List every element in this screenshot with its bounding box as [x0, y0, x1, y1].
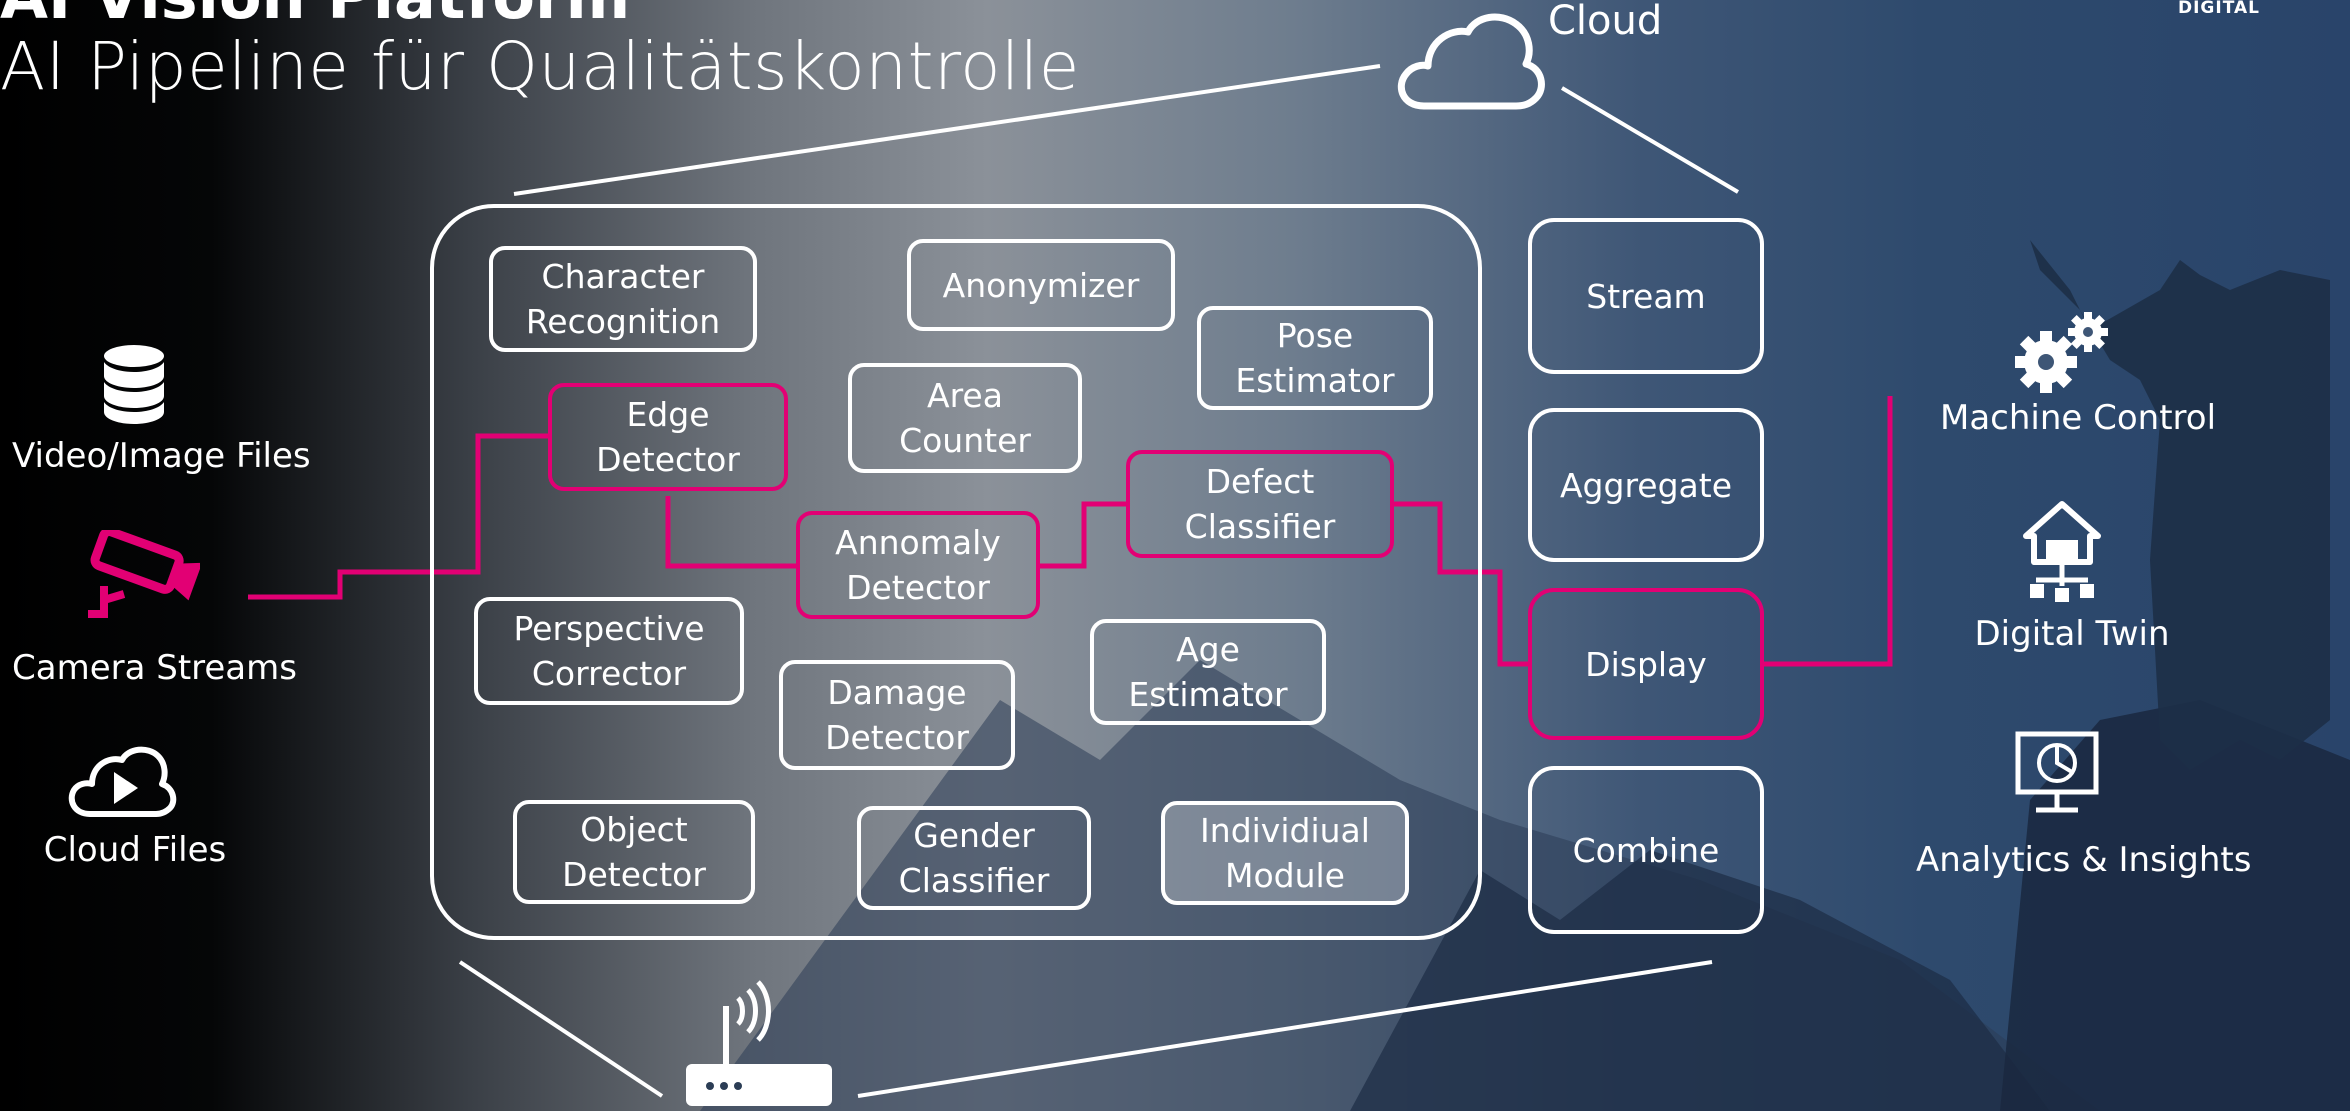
module-annomaly-detector[interactable]: Annomaly Detector — [796, 511, 1040, 619]
gears-icon — [2015, 312, 2108, 393]
module-age-estimator[interactable]: Age Estimator — [1090, 619, 1326, 725]
platform-title: AI Vision Platform — [0, 0, 630, 33]
module-container — [430, 204, 1482, 940]
module-gender-classifier[interactable]: Gender Classifier — [857, 806, 1091, 910]
module-area-counter[interactable]: Area Counter — [848, 363, 1082, 473]
output-display[interactable]: Display — [1528, 588, 1764, 740]
house-network-icon — [2023, 501, 2101, 602]
module-edge-detector[interactable]: Edge Detector — [548, 383, 788, 491]
module-anonymizer[interactable]: Anonymizer — [907, 239, 1175, 331]
page-title: AI Pipeline für Qualitätskontrolle — [0, 28, 1080, 105]
security-camera-icon — [88, 530, 200, 618]
module-pose-estimator[interactable]: Pose Estimator — [1197, 306, 1433, 410]
cloud-icon — [1398, 13, 1545, 110]
output-aggregate[interactable]: Aggregate — [1528, 408, 1764, 562]
output-combine[interactable]: Combine — [1528, 766, 1764, 934]
target-label-machine-control: Machine Control — [1940, 398, 2217, 438]
database-icon — [104, 345, 164, 424]
person-silhouette — [2030, 240, 2330, 770]
router-icon — [686, 980, 832, 1106]
cloud-play-icon — [68, 746, 177, 817]
module-damage-detector[interactable]: Damage Detector — [779, 660, 1015, 770]
target-label-analytics-insights: Analytics & Insights — [1916, 840, 2252, 880]
output-stream[interactable]: Stream — [1528, 218, 1764, 374]
brand-logo-text: DIGITAL — [2178, 0, 2260, 18]
module-defect-classifier[interactable]: Defect Classifier — [1126, 450, 1394, 558]
input-label-video-image-files: Video/Image Files — [12, 436, 311, 476]
input-label-cloud-files: Cloud Files — [43, 830, 227, 870]
cloud-label: Cloud — [1548, 0, 1663, 44]
target-label-digital-twin: Digital Twin — [1974, 614, 2170, 654]
input-label-camera-streams: Camera Streams — [12, 648, 297, 688]
module-individual[interactable]: Individiual Module — [1161, 801, 1409, 905]
monitor-pie-chart-icon — [2015, 731, 2099, 813]
module-character-recognition[interactable]: Character Recognition — [489, 246, 757, 352]
module-object-detector[interactable]: Object Detector — [513, 800, 755, 904]
module-perspective-corrector[interactable]: Perspective Corrector — [474, 597, 744, 705]
